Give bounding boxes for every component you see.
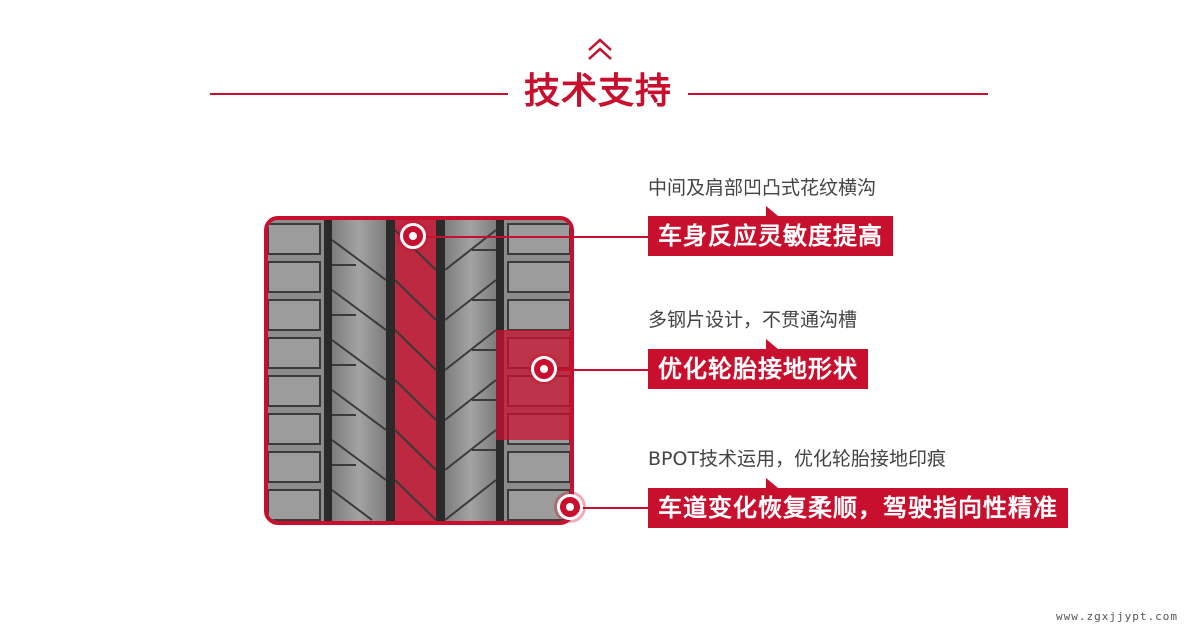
feature-3-subtitle: BPOT技术运用，优化轮胎接地印痕 <box>648 448 947 470</box>
title-divider-right <box>688 93 988 95</box>
double-chevron-up-icon <box>588 38 612 60</box>
feature-1-subtitle: 中间及肩部凹凸式花纹横沟 <box>648 177 877 199</box>
marker-3-icon <box>557 494 583 520</box>
title-divider-left <box>210 93 508 95</box>
feature-2-label: 优化轮胎接地形状 <box>648 339 868 389</box>
connector-line-3 <box>583 507 648 509</box>
tire-tread-image <box>264 216 574 525</box>
connector-line-1 <box>426 236 648 238</box>
watermark: www.zgxjjypt.com <box>1056 610 1178 623</box>
feature-2-subtitle: 多钢片设计，不贯通沟槽 <box>648 309 858 331</box>
connector-line-2 <box>557 369 648 371</box>
section-title: 技术支持 <box>523 71 672 112</box>
marker-2-icon <box>531 356 557 382</box>
feature-3-label: 车道变化恢复柔顺，驾驶指向性精准 <box>648 478 1068 528</box>
marker-1-icon <box>400 223 426 249</box>
feature-1-label: 车身反应灵敏度提高 <box>648 206 893 256</box>
